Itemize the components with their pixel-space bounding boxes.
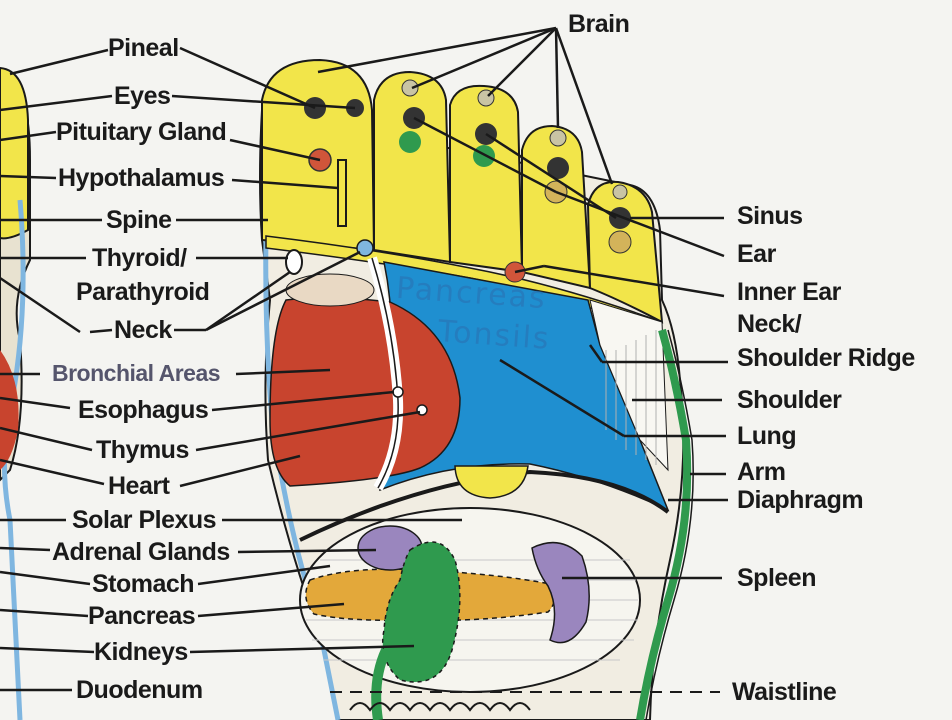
label-neck-shoulder-line1: Neck/ — [737, 310, 802, 338]
label-inner-ear: Inner Ear — [737, 278, 841, 306]
label-sinus: Sinus — [737, 202, 803, 230]
label-duodenum: Duodenum — [76, 676, 203, 704]
label-kidneys: Kidneys — [94, 638, 188, 666]
toe4-dot — [547, 157, 569, 179]
thyroid-dot — [285, 249, 303, 275]
toe2-dot-green — [399, 131, 421, 153]
label-spleen: Spleen — [737, 564, 816, 592]
label-pancreas: Pancreas — [88, 602, 196, 630]
arm-reflex-line — [636, 328, 692, 720]
intestine-loops — [349, 702, 531, 712]
label-lung: Lung — [737, 422, 797, 450]
label-neck: Neck — [114, 316, 172, 344]
spine-reflex-line — [263, 169, 341, 720]
label-spine: Spine — [106, 206, 172, 234]
label-pituitary-gland: Pituitary Gland — [56, 118, 227, 146]
label-arm: Arm — [737, 458, 786, 486]
label-diaphragm: Diaphragm — [737, 486, 864, 514]
esophagus-dot — [392, 386, 404, 398]
arm-reflex-line-edge — [645, 329, 694, 720]
hypothalamus-mark — [337, 159, 347, 227]
label-thyroid: Thyroid/ — [92, 244, 187, 272]
label-pineal: Pineal — [108, 34, 179, 62]
label-neck-shoulder-line2: Shoulder Ridge — [737, 344, 915, 372]
toe-4 — [521, 124, 592, 290]
label-waistline: Waistline — [732, 678, 837, 706]
left-foot-toe — [0, 66, 29, 240]
label-adrenal-glands: Adrenal Glands — [52, 538, 230, 566]
ureter-line — [371, 647, 391, 720]
toe5-dot-ear — [608, 230, 632, 254]
spleen-reflex-area — [531, 541, 590, 644]
label-hypothalamus: Hypothalamus — [58, 164, 225, 192]
label-thymus: Thymus — [96, 436, 189, 464]
neck-dot — [356, 239, 374, 257]
label-eyes: Eyes — [114, 82, 171, 110]
toe4-brain-dot — [549, 129, 567, 147]
label-brain: Brain — [568, 10, 630, 38]
left-leader-lines — [0, 46, 462, 692]
toe-2 — [373, 70, 452, 264]
label-stomach: Stomach — [92, 570, 195, 598]
solar-plexus-area — [454, 465, 529, 499]
right-leader-lines — [413, 116, 728, 580]
label-bronchial-areas: Bronchial Areas — [52, 360, 221, 386]
toe5-brain-dot — [612, 184, 628, 200]
label-heart: Heart — [108, 472, 170, 500]
left-foot-heart — [0, 350, 19, 470]
toe5-dot — [609, 207, 631, 229]
shoulder-reflex-area — [589, 299, 669, 472]
toe-3 — [449, 84, 524, 274]
label-parathyroid: Parathyroid — [76, 278, 210, 306]
toe3-dot-green — [473, 145, 495, 167]
label-shoulder: Shoulder — [737, 386, 842, 414]
bronchial-area — [285, 273, 375, 307]
label-ear: Ear — [737, 240, 776, 268]
heart-reflex-area — [269, 297, 461, 487]
toe2-brain-dot — [401, 79, 419, 97]
label-esophagus: Esophagus — [78, 396, 209, 424]
label-solar-plexus: Solar Plexus — [72, 506, 217, 534]
brain-leader-lines — [317, 26, 614, 185]
